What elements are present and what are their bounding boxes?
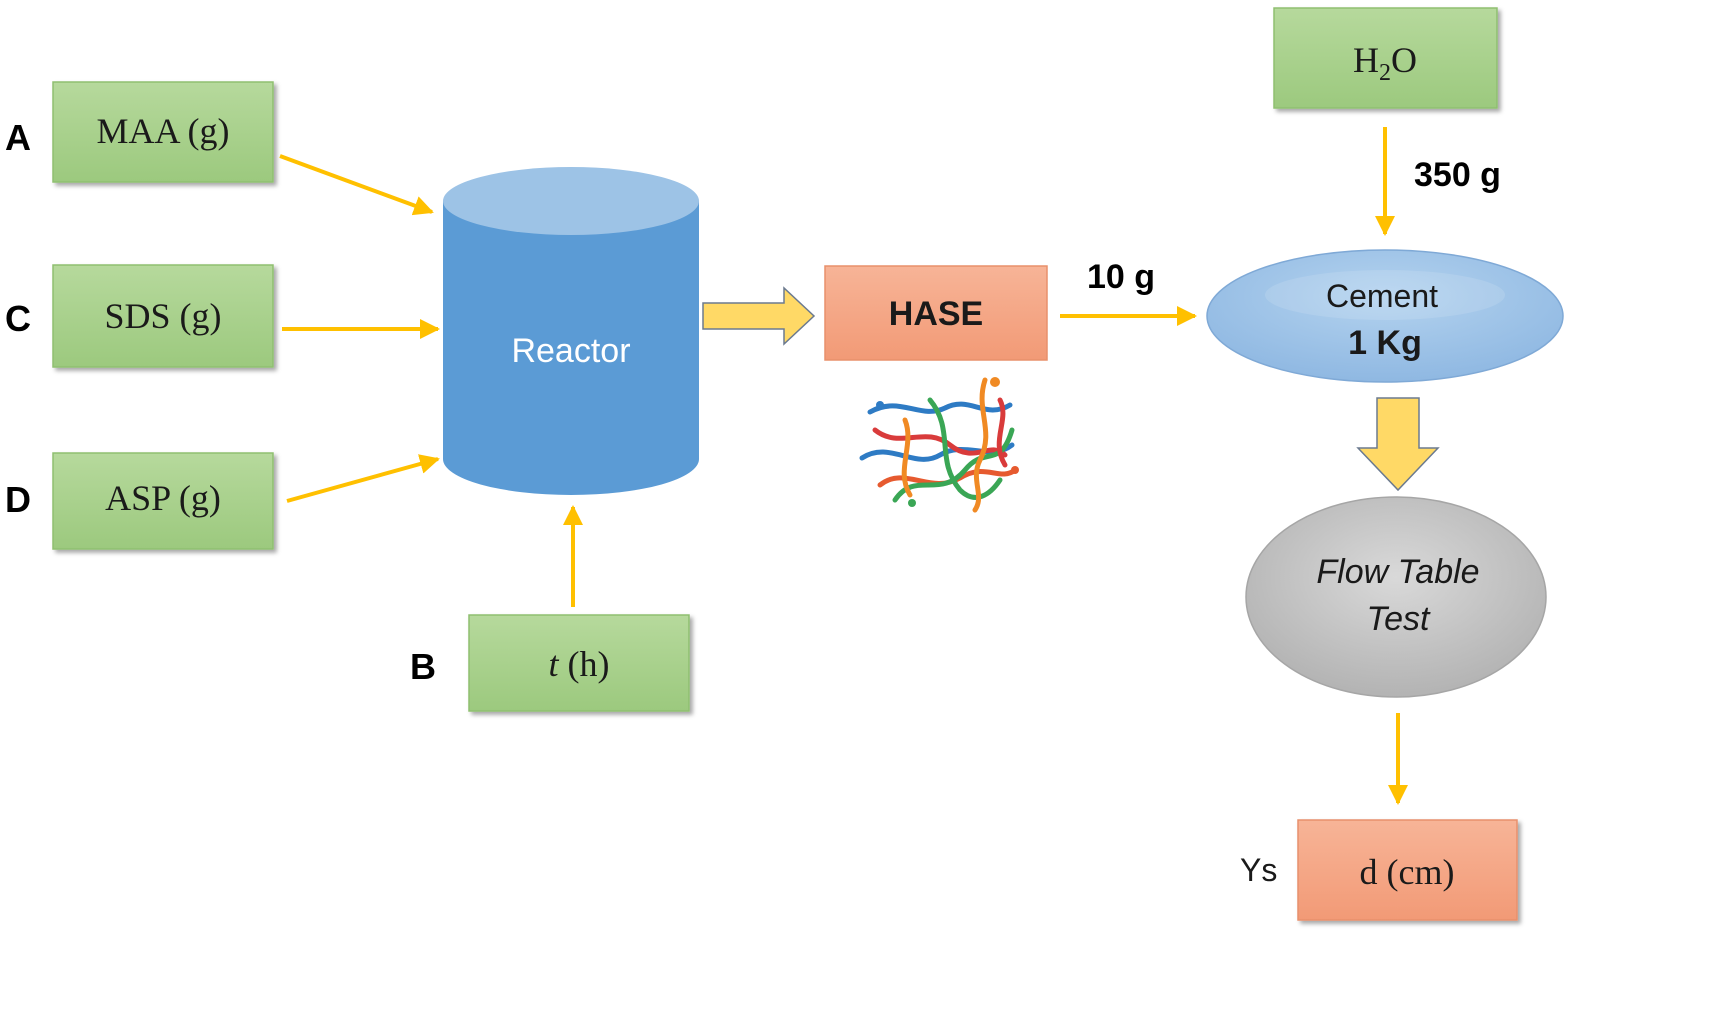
input-box-asp: ASP (g) xyxy=(52,452,274,550)
input-box-sds: SDS (g) xyxy=(52,264,274,368)
output-box: d (cm) xyxy=(1297,819,1518,921)
hase-box: HASE xyxy=(824,265,1048,361)
water-subscript: 2 xyxy=(1379,60,1391,86)
output-label: d (cm) xyxy=(1360,852,1455,892)
input-label-asp: ASP (g) xyxy=(105,478,221,518)
arrow-maa-to-reactor xyxy=(279,154,434,216)
time-variable: t xyxy=(549,644,560,684)
cement-label: Cement xyxy=(1326,278,1438,314)
response-label: Ys xyxy=(1240,852,1277,888)
block-arrow-cement-to-test xyxy=(1356,397,1440,492)
time-unit: (h) xyxy=(559,644,610,684)
test-label-line1: Flow Table xyxy=(1316,553,1479,591)
input-label-maa: MAA (g) xyxy=(97,111,230,151)
input-box-maa: MAA (g) xyxy=(52,81,274,183)
test-label-line2: Test xyxy=(1366,600,1431,638)
flow-table-test-node: Flow Table Test xyxy=(1245,496,1547,698)
water-rest: O xyxy=(1391,40,1417,80)
water-box: H2O xyxy=(1273,7,1498,109)
polymer-chain-icon xyxy=(859,377,1019,513)
input-label-sds: SDS (g) xyxy=(104,296,221,336)
reactor-label: Reactor xyxy=(511,332,630,370)
water-label: H2O xyxy=(1353,40,1417,86)
factor-letter-c: C xyxy=(5,298,31,339)
water-amount-label: 350 g xyxy=(1414,156,1501,194)
input-box-time: t (h) xyxy=(468,614,690,712)
water-base: H xyxy=(1353,40,1379,80)
hase-label: HASE xyxy=(889,295,983,333)
factor-letter-d: D xyxy=(5,479,31,520)
cement-node: Cement 1 Kg xyxy=(1206,249,1564,383)
factor-letter-a: A xyxy=(5,117,31,158)
hase-amount-label: 10 g xyxy=(1087,258,1155,296)
factor-letter-b: B xyxy=(410,646,436,687)
input-label-time: t (h) xyxy=(549,644,610,684)
cement-amount: 1 Kg xyxy=(1348,324,1422,362)
arrow-asp-to-reactor xyxy=(286,454,440,503)
block-arrow-reactor-to-hase xyxy=(702,286,816,346)
reactor-cylinder: Reactor xyxy=(443,167,699,495)
